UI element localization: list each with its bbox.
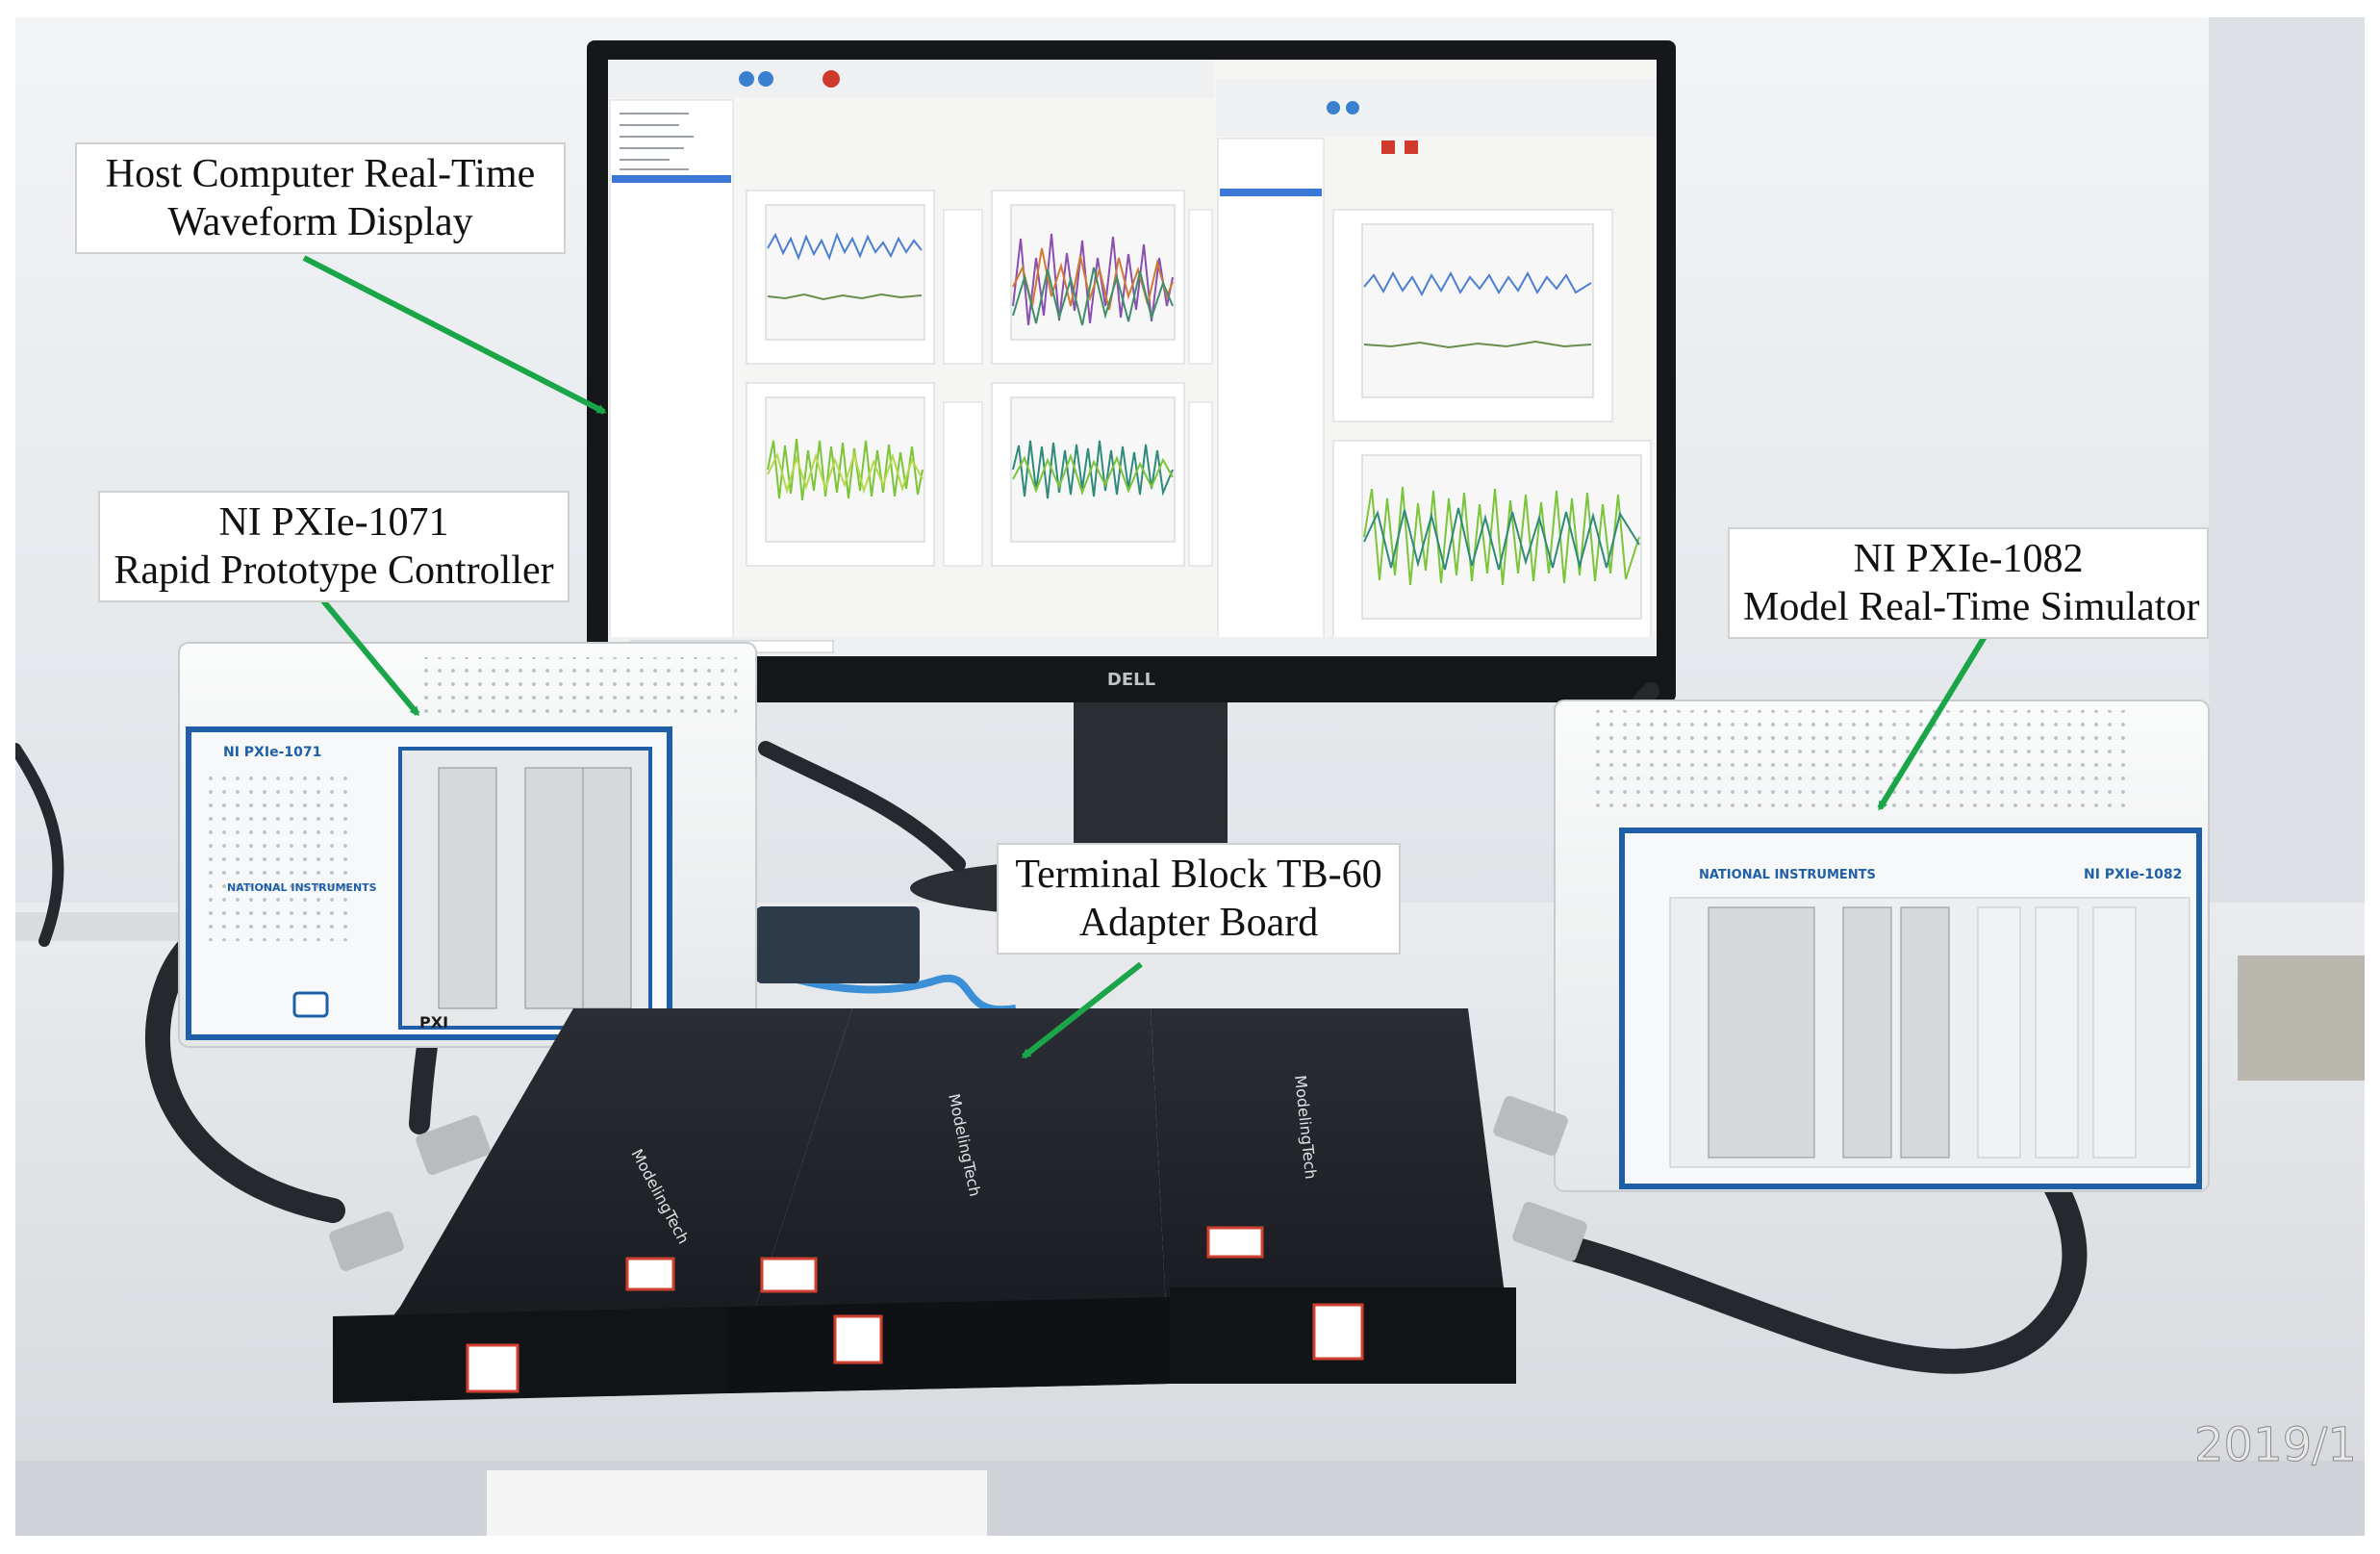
callout-terminal-block: Terminal Block TB-60 Adapter Board	[997, 843, 1401, 955]
callout-terminal-line1: Terminal Block TB-60	[1015, 853, 1382, 897]
controller-module-1	[438, 767, 497, 1009]
right-waveform-2b	[1363, 507, 1640, 571]
toolbar-icon-1	[739, 71, 754, 87]
callout-simulator-line2: Model Real-Time Simulator	[1743, 585, 2200, 629]
callout-controller-line2: Rapid Prototype Controller	[114, 548, 554, 593]
app-toolbar	[608, 60, 1214, 98]
terminal-box-2	[727, 1008, 1170, 1393]
waveform-trace-2a	[1012, 233, 1174, 326]
right-toolbar-icon-2	[1346, 101, 1359, 115]
record-button-2	[1405, 140, 1418, 154]
chart-plot-area-4	[1010, 396, 1176, 543]
terminal-box-1	[333, 1008, 852, 1393]
paper-stack	[487, 1470, 987, 1536]
waveform-trace-4b	[1012, 452, 1174, 497]
desk-edge	[15, 1461, 2365, 1536]
right-chart-plot-1	[1361, 223, 1594, 398]
right-toolbar-icon-1	[1327, 101, 1340, 115]
right-app-toolbar	[1216, 79, 1657, 137]
waveform-trace-2c	[1012, 267, 1174, 326]
sticker-6	[1312, 1303, 1364, 1361]
simulator-brand-text: NATIONAL INSTRUMENTS	[1699, 868, 1876, 882]
terminal-box-2-front	[727, 1297, 1170, 1393]
controller-side-vent	[208, 768, 352, 941]
sticker-5	[1206, 1226, 1264, 1259]
right-waveform-2	[1363, 486, 1640, 586]
lab-setup-photo: DELL	[15, 17, 2365, 1536]
right-waveform-1b	[1363, 340, 1592, 349]
controller-power-button	[292, 991, 329, 1018]
tree-selected-item	[612, 175, 731, 183]
stop-icon	[823, 70, 840, 88]
legend-panel-2	[1188, 209, 1213, 365]
photo-timestamp: 2019/1	[2194, 1418, 2357, 1472]
controller-module-2	[524, 767, 584, 1009]
right-chart-plot-2	[1361, 454, 1642, 620]
sticker-4	[833, 1314, 883, 1364]
cable-rear-left	[758, 741, 966, 872]
simulator-module-3	[1900, 906, 1950, 1159]
controller-brand-text: NATIONAL INSTRUMENTS	[227, 881, 377, 894]
network-switch	[756, 906, 920, 983]
db-connector-left-1	[416, 1115, 491, 1175]
callout-terminal-line2: Adapter Board	[1078, 901, 1319, 945]
callout-controller: NI PXIe-1071 Rapid Prototype Controller	[98, 491, 570, 602]
arrow-host-display	[302, 255, 607, 415]
tree-panel	[609, 99, 734, 640]
terminal-blocks: ModelingTech ModelingTech ModelingTech	[333, 1008, 1516, 1403]
arrow-simulator	[1877, 633, 1988, 811]
simulator-top-vent	[1593, 710, 2132, 816]
terminal-box-1-front	[333, 1307, 727, 1403]
db-connector-left-2	[329, 1211, 404, 1271]
chart-plot-area-1	[765, 204, 925, 341]
simulator-chassis-badge: NI PXIe-1082	[2084, 867, 2182, 882]
toolbar-icon-2	[758, 71, 773, 87]
callout-host-line2: Waveform Display	[167, 200, 473, 244]
waveform-trace-2b	[1012, 247, 1174, 311]
sticker-3	[760, 1257, 818, 1293]
sticker-2	[625, 1257, 675, 1291]
controller-top-vent	[419, 657, 737, 715]
simulator-empty-slot-3	[2092, 906, 2137, 1159]
legend-panel-4	[1188, 401, 1213, 567]
power-cable-left	[15, 743, 64, 947]
waveform-trace-1	[767, 232, 923, 261]
db-connector-right-2	[1512, 1202, 1587, 1261]
controller-module-3	[582, 767, 632, 1009]
arrow-controller	[318, 597, 420, 717]
controller-footer-label: PXI	[419, 1013, 448, 1032]
right-stone-block	[2238, 955, 2365, 1081]
right-tree-panel	[1217, 138, 1325, 650]
sticker-1	[466, 1343, 519, 1393]
screen-left-window	[608, 60, 1214, 640]
callout-host-display: Host Computer Real-Time Waveform Display	[75, 142, 566, 254]
legend-panel-3	[943, 401, 983, 567]
simulator-module-cpu	[1708, 906, 1815, 1159]
arrow-terminal-block	[1021, 961, 1143, 1059]
record-button	[1381, 140, 1395, 154]
right-window-frame	[2209, 17, 2365, 960]
simulator-chassis: NATIONAL INSTRUMENTS NI PXIe-1082	[1554, 700, 2210, 1192]
controller-chassis-badge: NI PXIe-1071	[223, 745, 321, 760]
controller-chassis: NI PXIe-1071 NATIONAL INSTRUMENTS PXI	[178, 642, 757, 1048]
simulator-empty-slot-2	[2035, 906, 2079, 1159]
callout-controller-line1: NI PXIe-1071	[218, 500, 449, 545]
monitor-brand-logo: DELL	[1107, 670, 1155, 690]
screen-right-window	[1216, 79, 1657, 650]
simulator-module-2	[1842, 906, 1892, 1159]
callout-host-line1: Host Computer Real-Time	[105, 152, 536, 196]
taskbar	[608, 637, 1657, 656]
simulator-empty-slot-1	[1977, 906, 2021, 1159]
callout-simulator-line1: NI PXIe-1082	[1853, 537, 2084, 581]
callout-simulator: NI PXIe-1082 Model Real-Time Simulator	[1728, 527, 2209, 639]
legend-panel-1	[943, 209, 983, 365]
right-tree-selected	[1220, 189, 1322, 196]
db-connector-right-1	[1493, 1096, 1568, 1156]
waveform-trace-1b	[767, 293, 923, 301]
waveform-trace-3b	[767, 450, 924, 495]
right-waveform-1	[1363, 270, 1592, 297]
